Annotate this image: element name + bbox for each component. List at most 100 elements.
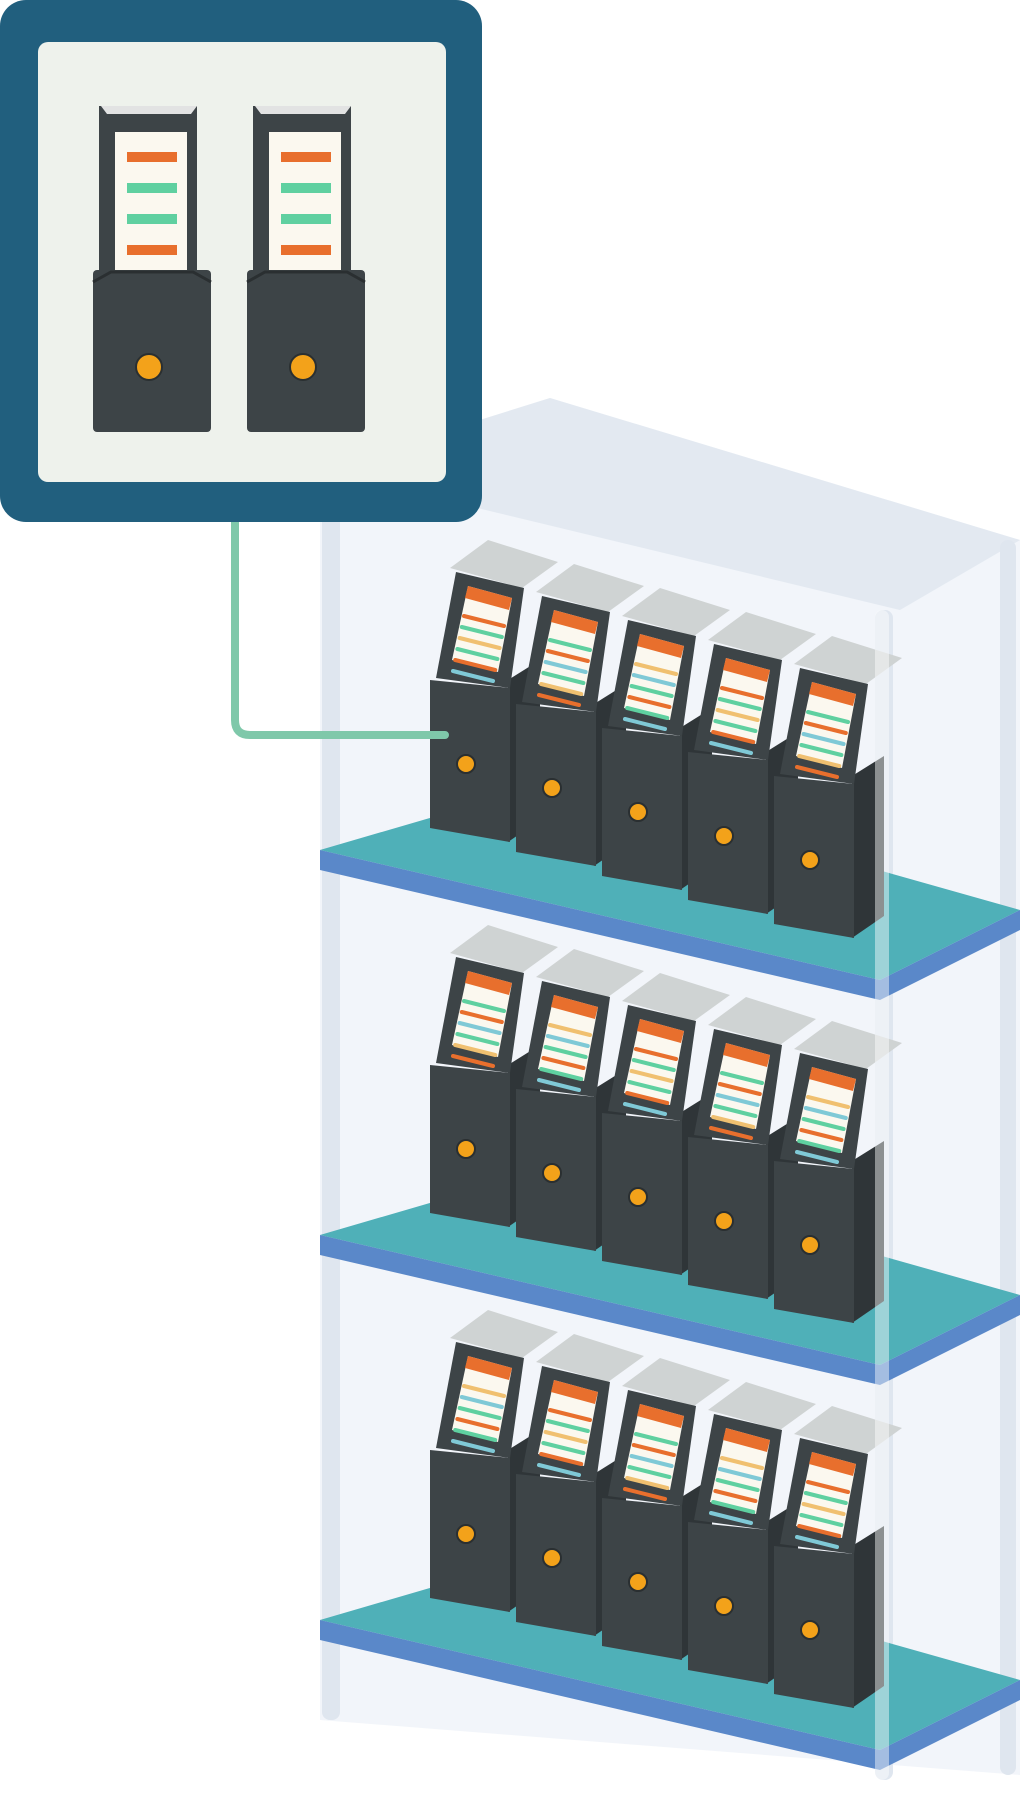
binder: [516, 1334, 644, 1636]
binder-label-stripe: [627, 695, 672, 709]
binder-top: [450, 1310, 558, 1358]
binder-top: [622, 588, 730, 636]
binder-label-stripe: [451, 669, 495, 683]
binder-side: [852, 756, 884, 938]
binder-label-stripe: [629, 684, 674, 698]
binder-label-stripe: [548, 1023, 592, 1037]
shelf-front-edge: [320, 850, 880, 1000]
binder-label-stripe: [623, 717, 667, 731]
binder-label-stripe: [455, 1417, 500, 1431]
binder-label-stripe: [451, 1054, 495, 1068]
binder-label-stripe: [541, 671, 586, 685]
binder-label-header: [723, 1428, 770, 1452]
binder-knob: [542, 1548, 562, 1568]
binder-label-stripe: [629, 1069, 674, 1083]
shelf-1: [320, 540, 1020, 1000]
binder-label-stripe: [801, 1117, 846, 1131]
panel-label-stripe: [281, 152, 331, 162]
binder-label-stripe: [459, 625, 504, 639]
panel-label-stripe: [281, 214, 331, 224]
binder-label-stripe: [455, 647, 500, 661]
binder-label-stripe: [625, 706, 670, 720]
binder-label-stripe: [717, 1082, 762, 1096]
binder-label-stripe: [625, 1476, 670, 1490]
binder-label-stripe: [797, 1139, 842, 1153]
binder-label-stripe: [717, 697, 762, 711]
binder-label-stripe: [539, 682, 584, 696]
binder-label-stripe: [803, 1491, 848, 1505]
panel-binder: [92, 106, 212, 432]
binder-label-stripe: [625, 1091, 670, 1105]
binder-label-stripe: [634, 662, 678, 676]
binder-top: [536, 1334, 644, 1382]
binder-label-stripe: [545, 649, 590, 663]
binder-knob: [800, 1235, 820, 1255]
binder-label-stripe: [806, 710, 850, 724]
binder-label-stripe: [539, 1452, 584, 1466]
binder-top: [450, 925, 558, 973]
binder: [774, 636, 902, 938]
connector-path: [231, 511, 449, 739]
binder-knob: [800, 1620, 820, 1640]
binder-label-stripe: [541, 1441, 586, 1455]
binder-label-stripe: [457, 1406, 502, 1420]
binder-label-stripe: [451, 1439, 495, 1453]
shelf-2: [320, 925, 1020, 1385]
binder-label-stripe: [545, 1419, 590, 1433]
panel-label-stripe: [281, 183, 331, 193]
binder-knob: [456, 754, 476, 774]
binder-label-stripe: [803, 721, 848, 735]
binder-label-stripe: [455, 1032, 500, 1046]
shelf-3: [320, 1310, 1020, 1770]
binder-label-stripe: [713, 1489, 758, 1503]
binder-label-header: [637, 1019, 684, 1043]
binder-label-stripe: [543, 660, 588, 674]
binder-top: [450, 540, 558, 588]
detail-panel: [0, 0, 482, 522]
binder-label-stripe: [709, 741, 753, 755]
panel-binder-front: [247, 270, 365, 432]
binder-top: [794, 1021, 902, 1069]
binder-label-stripe: [537, 1463, 581, 1477]
binder-label-stripe: [629, 1454, 674, 1468]
binder-label-stripe: [631, 1058, 676, 1072]
binder-label-stripe: [541, 1056, 586, 1070]
panel-binder-notch: [92, 270, 212, 284]
panel-label-stripe: [127, 214, 177, 224]
panel-binder-front: [93, 270, 211, 432]
binder-label-stripe: [720, 1071, 764, 1085]
binder-knob: [628, 1572, 648, 1592]
binder-top: [794, 636, 902, 684]
binder-label-header: [809, 682, 856, 706]
binder-label-stripe: [713, 1104, 758, 1118]
panel-label-stripe: [127, 152, 177, 162]
binder-label-stripe: [720, 686, 764, 700]
binder-label-stripe: [711, 730, 756, 744]
cabinet-top: [320, 398, 1020, 610]
binder-label-stripe: [720, 1456, 764, 1470]
binder-top: [794, 1406, 902, 1454]
binder-label-stripe: [627, 1465, 672, 1479]
binder-label-stripe: [457, 1021, 502, 1035]
binder-top: [622, 1358, 730, 1406]
binder-label-stripe: [797, 754, 842, 768]
binder-label-stripe: [462, 1384, 506, 1398]
panel-label-stripe: [127, 245, 177, 255]
panel-binder-knob: [135, 353, 163, 381]
binder-label-stripe: [803, 1106, 848, 1120]
shelf-side-edge: [880, 1680, 1020, 1770]
binder-label-stripe: [453, 1043, 498, 1057]
binder-label-stripe: [462, 999, 506, 1013]
binder-label-stripe: [799, 1128, 844, 1142]
binder-label-stripe: [799, 743, 844, 757]
binder-label-header: [551, 610, 598, 634]
shelf-side-edge: [880, 1295, 1020, 1385]
binder-label-header: [809, 1067, 856, 1091]
binder-label-stripe: [453, 658, 498, 672]
binder-knob: [628, 802, 648, 822]
binder-label-stripe: [545, 1034, 590, 1048]
binder-label-stripe: [623, 1102, 667, 1116]
binder-label-stripe: [711, 1115, 756, 1129]
